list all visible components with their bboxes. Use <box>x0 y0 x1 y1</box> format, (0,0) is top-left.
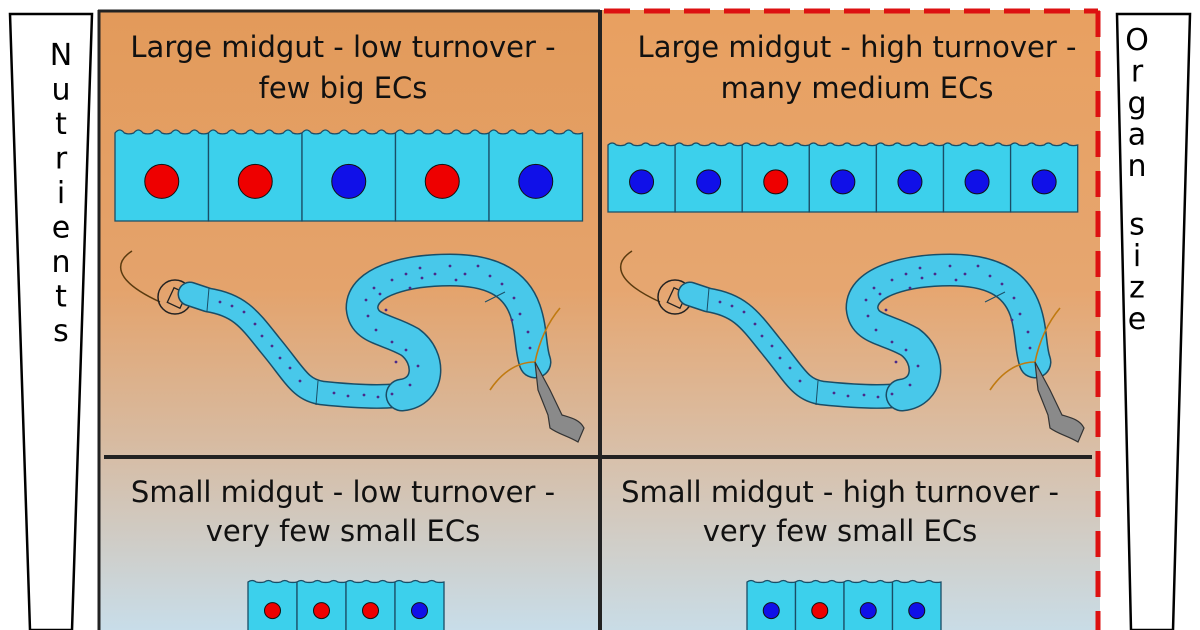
red-nucleus <box>424 163 460 199</box>
sidebar-letter: s <box>1129 207 1145 242</box>
sidebar-letter: a <box>1128 118 1146 153</box>
blue-nucleus <box>1031 169 1057 195</box>
epithelial-cell-icon <box>891 579 942 630</box>
epithelial-cell-icon <box>301 129 397 222</box>
sidebar-letter: z <box>1129 270 1145 305</box>
epithelial-cell-icon <box>247 579 298 630</box>
sidebar-letter: g <box>1127 86 1146 121</box>
panel-grid <box>97 9 1092 630</box>
epithelial-cells-small-low <box>247 579 445 630</box>
red-nucleus <box>763 169 789 195</box>
sidebar-letter: u <box>51 73 70 108</box>
nutrients-funnel-shape <box>8 12 94 630</box>
epithelial-cell-icon <box>843 579 894 630</box>
sidebar-letter: n <box>1127 149 1146 184</box>
sidebar-letter: n <box>51 245 70 280</box>
blue-nucleus <box>908 602 926 620</box>
blue-nucleus <box>331 163 367 199</box>
epithelial-cell-icon <box>794 579 845 630</box>
epithelial-cell-icon <box>746 579 797 630</box>
blue-nucleus <box>629 169 655 195</box>
red-nucleus <box>144 163 180 199</box>
sidebar-letter: s <box>53 314 69 349</box>
epithelial-cell-icon <box>296 579 347 630</box>
epithelial-cells-small-high <box>746 579 942 630</box>
red-nucleus <box>264 602 281 620</box>
organ-size-funnel-shape <box>1115 12 1192 630</box>
blue-nucleus <box>518 163 554 199</box>
epithelial-cell-icon <box>345 579 396 630</box>
sidebar-letter: r <box>1131 55 1144 90</box>
panel-title-large-low-line1: Large midgut - low turnover - <box>130 30 555 64</box>
epithelial-cell-icon <box>488 129 584 222</box>
red-nucleus <box>811 602 829 620</box>
epithelial-cell-icon <box>741 142 810 213</box>
blue-nucleus <box>859 602 877 620</box>
sidebar-letter: e <box>52 211 70 246</box>
sidebar-letter: t <box>55 280 67 315</box>
blue-nucleus <box>830 169 856 195</box>
epithelial-cell-icon <box>942 142 1012 213</box>
epithelial-cells-large-high <box>607 142 1079 213</box>
panel-title-small-low-line2: very few small ECs <box>206 514 480 548</box>
panel-title-small-low-line1: Small midgut - low turnover - <box>131 475 555 509</box>
panel-title-large-high-line2: many medium ECs <box>721 71 994 105</box>
sidebar-letter: e <box>1128 302 1146 337</box>
panel-title-large-low-line2: few big ECs <box>259 71 428 105</box>
epithelial-cell-icon <box>875 142 945 213</box>
sidebar-letter: i <box>1133 239 1141 274</box>
epithelial-cell-icon <box>207 129 303 222</box>
epithelial-cell-icon <box>808 142 878 213</box>
panel-title-large-high-line1: Large midgut - high turnover - <box>638 30 1077 64</box>
epithelial-cells-large-low <box>114 129 584 222</box>
sidebar-letter: O <box>1125 23 1149 58</box>
sidebar-letter: r <box>55 142 68 177</box>
epithelial-cell-icon <box>394 129 490 222</box>
red-nucleus <box>313 602 330 620</box>
epithelial-cell-icon <box>674 142 743 213</box>
sidebar-letter: t <box>55 107 67 142</box>
epithelial-cell-icon <box>394 579 445 630</box>
panel-title-small-high-line1: Small midgut - high turnover - <box>621 475 1059 509</box>
sidebar-letter: i <box>57 176 65 211</box>
red-nucleus <box>362 602 379 620</box>
blue-nucleus <box>696 169 722 195</box>
panel-title-small-high-line2: very few small ECs <box>703 514 977 548</box>
blue-nucleus <box>762 602 780 620</box>
blue-nucleus <box>897 169 923 195</box>
epithelial-cell-icon <box>607 142 676 213</box>
epithelial-cell-icon <box>114 129 210 222</box>
blue-nucleus <box>964 169 990 195</box>
epithelial-cell-icon <box>1009 142 1079 213</box>
highlight-dashed-border <box>604 8 1101 630</box>
sidebar-letter: N <box>50 38 72 73</box>
red-nucleus <box>237 163 273 199</box>
blue-nucleus <box>411 602 428 620</box>
